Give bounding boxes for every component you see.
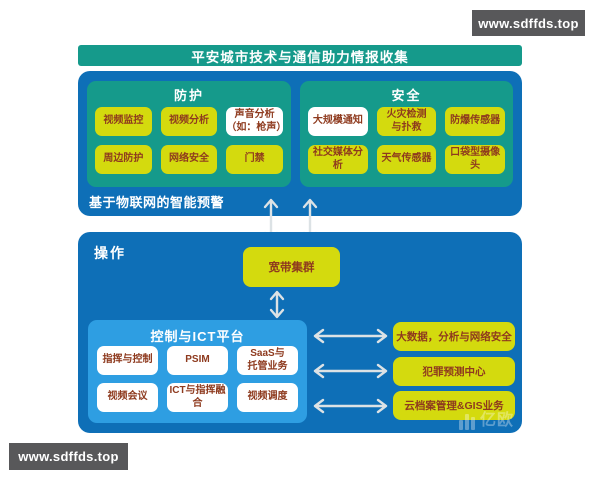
ict-box-psim: PSIM — [167, 346, 228, 375]
double-arrow-horizontal-icon — [311, 328, 390, 344]
ict-box-video-conference: 视频会议 — [97, 383, 158, 412]
security-box-fire-detection: 火灾检测 与扑救 — [376, 107, 437, 136]
security-box-pocket-camera: 口袋型摄像头 — [445, 145, 506, 174]
watermark-top-right: www.sdffds.top — [472, 10, 585, 36]
double-arrow-horizontal-icon — [311, 398, 390, 414]
ict-box-ict-command-fusion: ICT与指挥融合 — [167, 383, 228, 412]
broadband-cluster-box: 宽带集群 — [243, 247, 340, 287]
protection-box-access-control: 门禁 — [226, 145, 284, 174]
service-box-crime-prediction-center: 犯罪预测中心 — [393, 357, 515, 386]
watermark-bottom-left: www.sdffds.top — [9, 443, 128, 470]
protection-row-1: 视频监控 视频分析 声音分析 （如：枪声） — [93, 107, 286, 136]
iot-early-warning-panel: 防护 视频监控 视频分析 声音分析 （如：枪声） 周边防护 网络安全 门禁 安全… — [78, 71, 522, 216]
security-group-title: 安全 — [391, 88, 422, 103]
iyiou-logo-text: 亿欧 — [479, 412, 514, 429]
service-box-big-data-analytics: 大数据，分析与网络安全 — [393, 322, 515, 351]
protection-box-perimeter-protection: 周边防护 — [95, 145, 152, 174]
iot-panel-caption: 基于物联网的智能预警 — [89, 195, 225, 210]
page-title: 平安城市技术与通信助力情报收集 — [78, 45, 522, 66]
double-arrow-vertical-icon — [268, 289, 286, 320]
operation-panel-title: 操作 — [94, 245, 126, 261]
security-row-2: 社交媒体分析 天气传感器 口袋型摄像头 — [306, 145, 507, 174]
security-box-weather-sensor: 天气传感器 — [376, 145, 437, 174]
ict-box-video-dispatch: 视频调度 — [237, 383, 298, 412]
ict-platform-group: 控制与ICT平台 指挥与控制 PSIM SaaS与 托管业务 视频会议 ICT与… — [88, 320, 307, 423]
security-box-explosion-proof-sensor: 防爆传感器 — [445, 107, 506, 136]
security-row-1: 大规模通知 火灾检测 与扑救 防爆传感器 — [306, 107, 507, 136]
protection-group-title: 防护 — [173, 88, 204, 103]
security-box-social-media-analysis: 社交媒体分析 — [308, 145, 368, 174]
operation-panel: 操作 宽带集群 控制与ICT平台 指挥与控制 PSIM SaaS与 托管业务 视… — [78, 232, 522, 433]
security-box-mass-notification: 大规模通知 — [308, 107, 368, 136]
protection-box-video-analysis: 视频分析 — [160, 107, 218, 136]
service-box-cloud-archive-gis: 云档案管理&GIS业务 — [393, 391, 515, 420]
ict-platform-title: 控制与ICT平台 — [150, 329, 245, 344]
iyiou-logo-watermark: 亿欧 — [458, 406, 514, 430]
iyiou-bars-icon — [458, 414, 475, 430]
protection-box-sound-analysis: 声音分析 （如：枪声） — [226, 107, 286, 136]
ict-row-1: 指挥与控制 PSIM SaaS与 托管业务 — [95, 346, 300, 375]
double-arrow-horizontal-icon — [311, 363, 390, 379]
ict-row-2: 视频会议 ICT与指挥融合 视频调度 — [95, 383, 300, 412]
protection-box-video-surveillance: 视频监控 — [95, 107, 152, 136]
protection-row-2: 周边防护 网络安全 门禁 — [93, 145, 285, 174]
security-group: 安全 大规模通知 火灾检测 与扑救 防爆传感器 社交媒体分析 天气传感器 口袋型… — [300, 81, 513, 187]
ict-box-command-and-control: 指挥与控制 — [97, 346, 158, 375]
ict-box-saas-hosting: SaaS与 托管业务 — [237, 346, 298, 375]
protection-group: 防护 视频监控 视频分析 声音分析 （如：枪声） 周边防护 网络安全 门禁 — [87, 81, 291, 187]
protection-box-network-security: 网络安全 — [160, 145, 218, 174]
